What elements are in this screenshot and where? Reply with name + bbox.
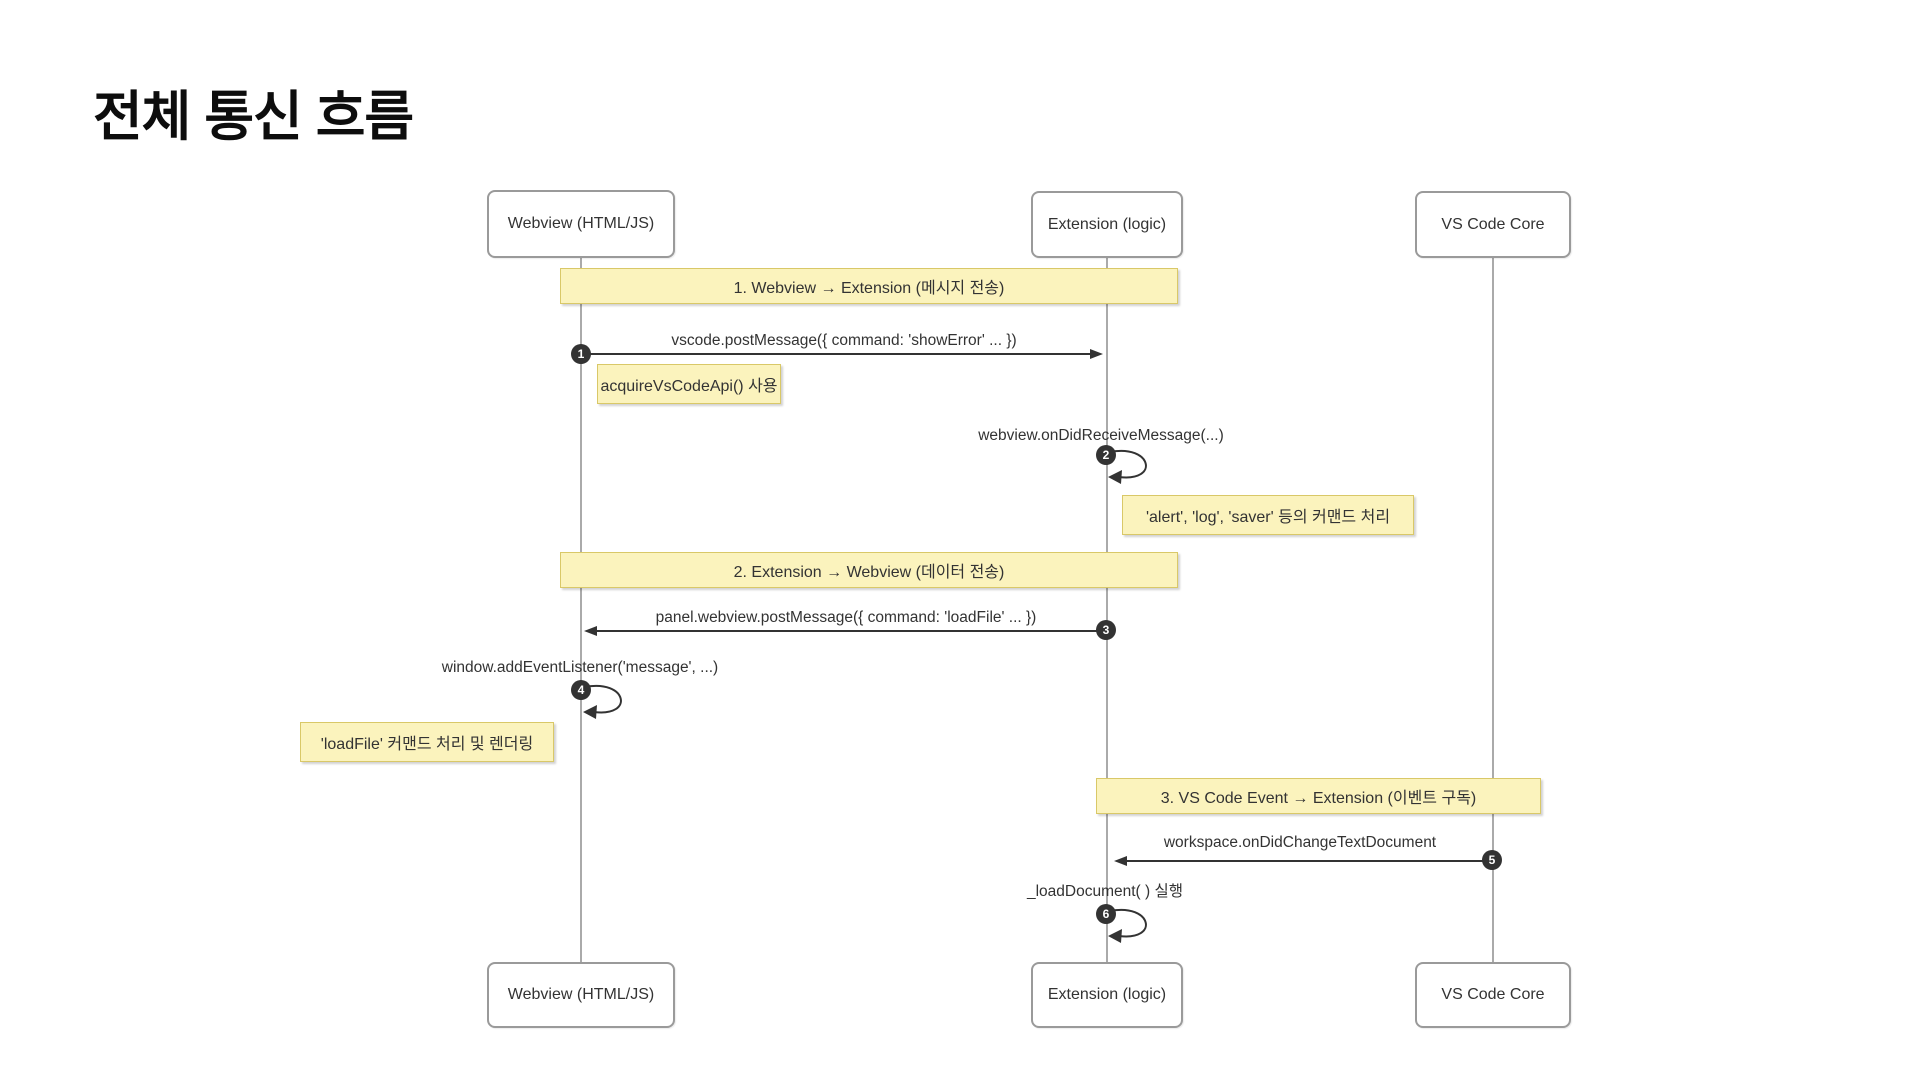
section-bar-3: 3. VS Code Event → Extension (이벤트 구독)	[1096, 778, 1541, 814]
lifeline-vscode-core	[1492, 258, 1494, 962]
note-command-handling-label: 'alert', 'log', 'saver' 등의 커맨드 처리	[1145, 509, 1391, 526]
message-1-arrowhead	[1090, 349, 1103, 359]
message-4-label: window.addEventListener('message', ...)	[441, 659, 719, 676]
message-2-number-badge: 2	[1096, 445, 1116, 465]
participant-extension-label-bottom: Extension (logic)	[1047, 986, 1167, 1003]
participant-webview-bottom: Webview (HTML/JS)	[487, 962, 675, 1028]
section-bar-2: 2. Extension → Webview (데이터 전송)	[560, 552, 1178, 588]
message-2-self-loop-arrow	[1108, 449, 1147, 484]
message-4-number-badge: 4	[571, 680, 591, 700]
message-5-arrowhead	[1114, 856, 1127, 866]
section-bar-1: 1. Webview → Extension (메시지 전송)	[560, 268, 1178, 304]
message-2-label: webview.onDidReceiveMessage(...)	[978, 427, 1224, 444]
message-5-number-badge: 5	[1482, 850, 1502, 870]
section-bar-3-label: 3. VS Code Event → Extension (이벤트 구독)	[1160, 790, 1477, 807]
participant-webview-label-bottom: Webview (HTML/JS)	[507, 986, 655, 1003]
message-3-arrow	[596, 630, 1106, 632]
participant-vscode-core-label-bottom: VS Code Core	[1441, 986, 1545, 1003]
note-acquire-vscode-api: acquireVsCodeApi() 사용	[597, 364, 781, 404]
message-5-label: workspace.onDidChangeTextDocument	[1163, 834, 1437, 851]
note-command-handling: 'alert', 'log', 'saver' 등의 커맨드 처리	[1122, 495, 1414, 535]
message-6-self-loop-arrow	[1108, 908, 1147, 943]
message-3-number-badge: 3	[1096, 620, 1116, 640]
section-bar-1-label: 1. Webview → Extension (메시지 전송)	[733, 280, 1005, 297]
message-1-number-badge: 1	[571, 344, 591, 364]
page-title: 전체 통신 흐름	[93, 87, 414, 147]
note-loadfile-render: 'loadFile' 커맨드 처리 및 렌더링	[300, 722, 554, 762]
participant-webview-label: Webview (HTML/JS)	[507, 215, 655, 232]
participant-vscode-core-bottom: VS Code Core	[1415, 962, 1571, 1028]
message-3-label: panel.webview.postMessage({ command: 'lo…	[655, 609, 1037, 626]
message-6-label: _loadDocument( ) 실행	[1026, 883, 1184, 900]
note-loadfile-render-label: 'loadFile' 커맨드 처리 및 렌더링	[320, 736, 534, 753]
note-acquire-vscode-api-label: acquireVsCodeApi() 사용	[600, 378, 778, 395]
section-bar-2-label: 2. Extension → Webview (데이터 전송)	[733, 564, 1005, 581]
message-6-number-badge: 6	[1096, 904, 1116, 924]
participant-vscode-core-top: VS Code Core	[1415, 191, 1571, 258]
participant-extension-bottom: Extension (logic)	[1031, 962, 1183, 1028]
participant-vscode-core-label: VS Code Core	[1441, 215, 1545, 233]
message-1-arrow	[584, 353, 1090, 355]
participant-webview-top: Webview (HTML/JS)	[487, 190, 675, 258]
lifeline-webview	[580, 258, 582, 962]
message-1-label: vscode.postMessage({ command: 'showError…	[671, 332, 1017, 349]
lifeline-extension	[1106, 258, 1108, 962]
message-4-self-loop-arrow	[583, 684, 622, 719]
message-3-arrowhead	[584, 626, 597, 636]
message-5-arrow	[1126, 860, 1492, 862]
participant-extension-top: Extension (logic)	[1031, 191, 1183, 258]
participant-extension-label: Extension (logic)	[1047, 215, 1167, 233]
